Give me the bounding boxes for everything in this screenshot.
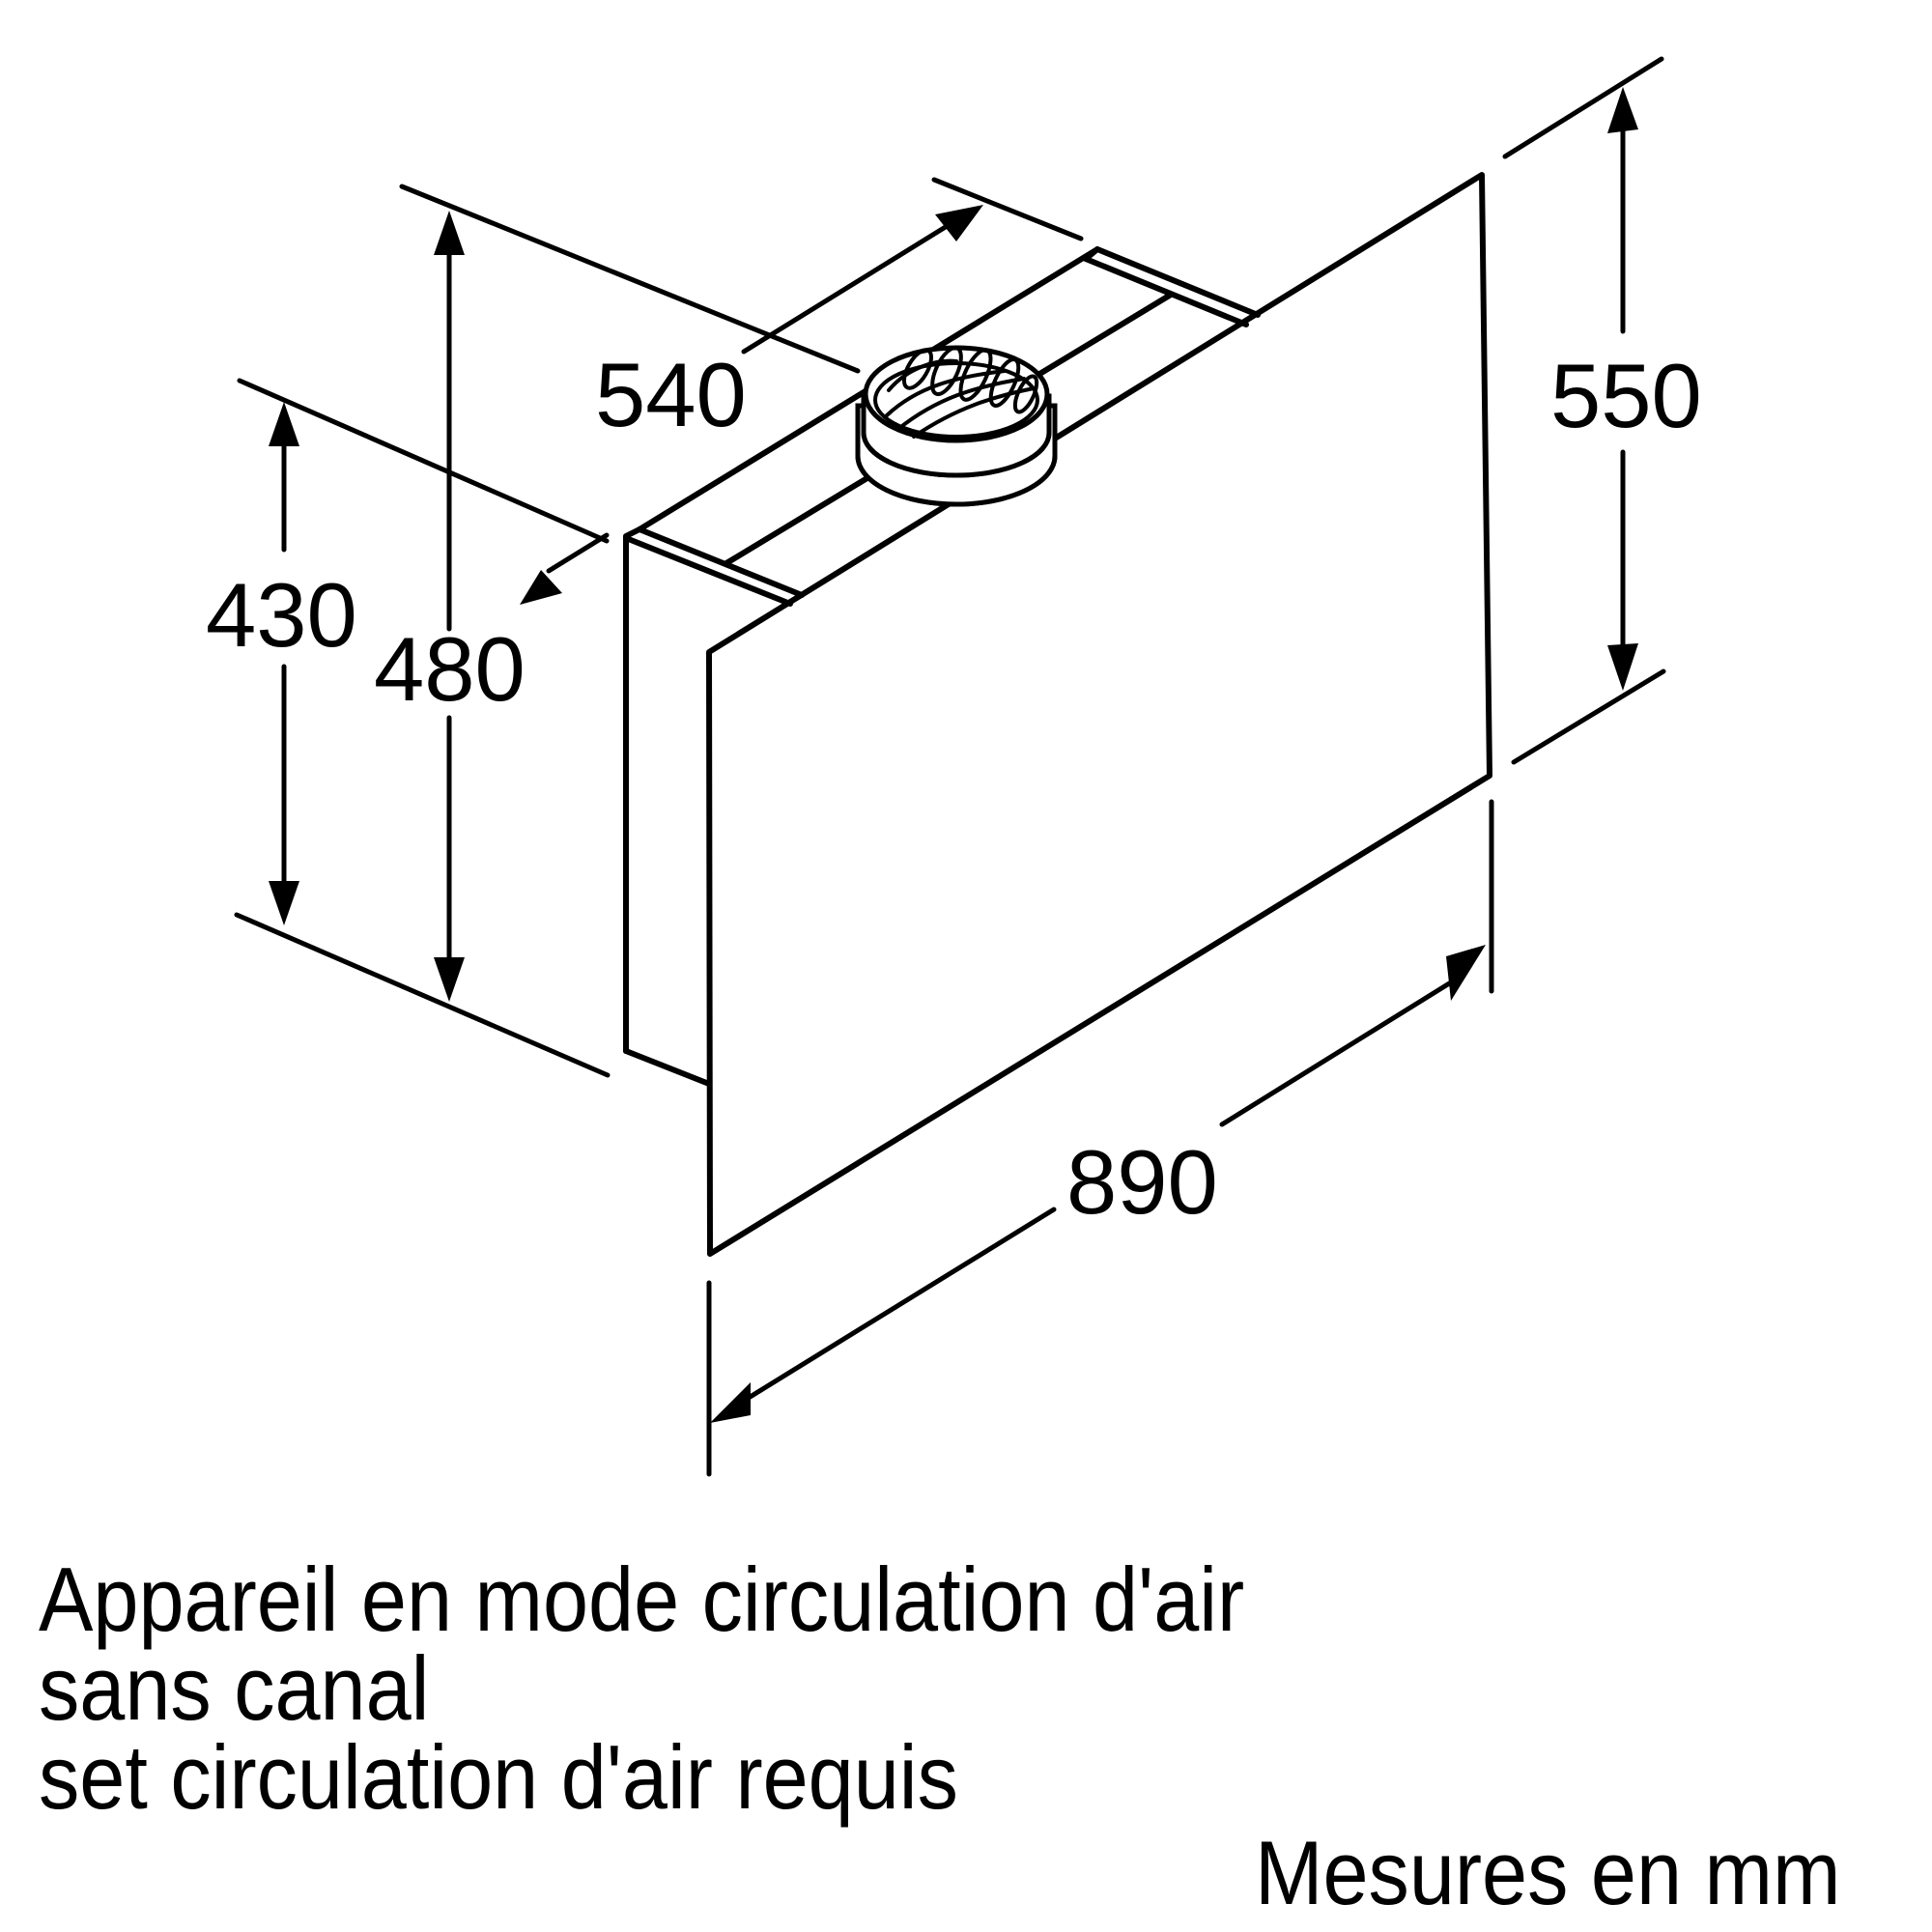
dimension-430-480: 430 480 — [206, 211, 611, 1078]
back-rail-cap — [1083, 246, 1100, 262]
extension-line-top-back — [399, 184, 861, 374]
arrowhead-icon — [1446, 945, 1486, 1001]
units-note: Mesures en mm — [1255, 1822, 1841, 1923]
extension-line-550-bottom — [1511, 668, 1666, 765]
dim-540-line-upper — [741, 217, 959, 355]
hood-body — [623, 172, 1492, 1257]
extension-line-top-right — [931, 177, 1084, 242]
back-rail-outer — [1094, 246, 1261, 318]
arrowhead-icon — [434, 957, 465, 1002]
side-rail-edge — [637, 526, 805, 598]
dimension-890: 890 — [706, 799, 1494, 1477]
arrowhead-icon — [710, 1382, 751, 1423]
arrowhead-icon — [1607, 643, 1638, 691]
dim-label-480: 480 — [374, 618, 526, 720]
back-rail-inner — [1083, 256, 1249, 327]
side-panel-outline — [623, 526, 642, 1054]
extension-line-430-top — [237, 378, 610, 544]
extension-line-550-top — [1502, 56, 1664, 159]
dim-540-line-lower — [546, 532, 610, 574]
dim-890-line-upper — [1219, 975, 1462, 1127]
front-panel — [706, 172, 1492, 1257]
dim-label-890: 890 — [1066, 1131, 1218, 1233]
caption-line-2: sans canal — [39, 1637, 430, 1739]
caption-line-3: set circulation d'air requis — [39, 1726, 958, 1828]
dimension-550: 550 — [1502, 56, 1702, 765]
arrowhead-icon — [269, 402, 299, 446]
arrowhead-icon — [1607, 87, 1638, 133]
side-top-edge — [623, 535, 793, 607]
recirculation-filter-icon — [855, 345, 1058, 507]
side-panel-bottom-edge — [623, 1048, 712, 1087]
dim-890-line-lower — [741, 1207, 1057, 1404]
dimension-540: 540 — [399, 177, 1084, 605]
caption-line-1: Appareil en mode circulation d'air — [39, 1548, 1245, 1650]
dim-label-550: 550 — [1550, 345, 1702, 446]
arrowhead-icon — [269, 881, 299, 925]
arrowhead-icon — [935, 205, 983, 242]
dim-label-430: 430 — [206, 564, 357, 666]
dim-label-540: 540 — [595, 344, 747, 445]
arrowhead-icon — [434, 211, 465, 255]
extension-line-bottom — [234, 912, 611, 1078]
arrowhead-icon — [520, 570, 562, 605]
